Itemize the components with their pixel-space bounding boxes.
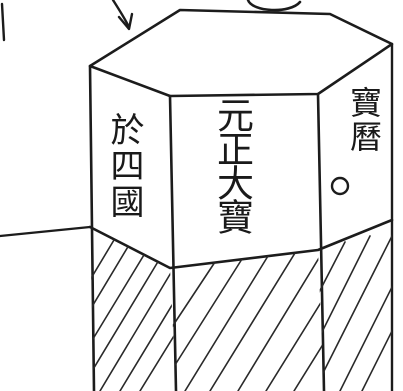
ground-line [0,225,92,238]
top-circle-arc [246,0,302,12]
left-face-label: 於四國 [104,112,144,220]
prism-edge-center-right [316,92,326,391]
hatch-left-face [90,229,176,391]
prism-top-face [88,8,394,98]
right-face-label: 寶曆 [345,86,383,154]
hatch-center-face [170,252,324,391]
hatch-right-face [318,231,392,391]
center-face-label: 元正大寶 [211,96,254,235]
corner-tick [0,2,6,42]
circle-mark [330,176,350,196]
down-arrow-icon [111,0,134,31]
prism-edge-center-left [168,94,178,391]
hatch-boundary [88,218,394,270]
